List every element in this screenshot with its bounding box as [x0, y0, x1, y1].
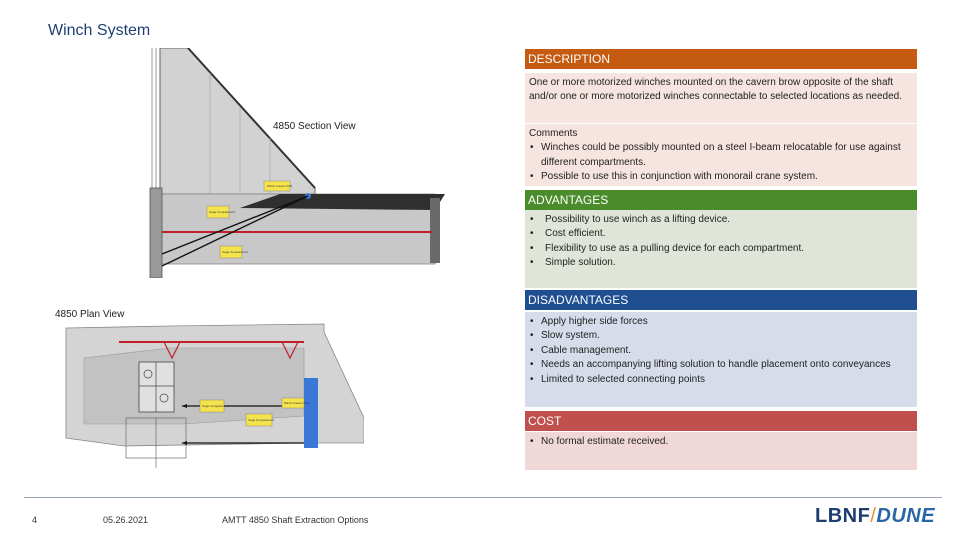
footer-divider [24, 497, 942, 498]
comment-item: Winches could be possibly mounted on a s… [529, 141, 913, 170]
advantage-item: Cost efficient. [529, 227, 913, 242]
advantages-header: ADVANTAGES [525, 190, 917, 210]
section-view-drawing: Winch Cavern Drift Cage Compartment Cage… [140, 47, 470, 279]
comment-item: Possible to use this in conjunction with… [529, 170, 913, 185]
disadvantage-item: Apply higher side forces [529, 315, 913, 330]
plan-label-winch: Winch Cavern Drift [284, 401, 309, 405]
cost-item: No formal estimate received. [529, 435, 913, 450]
description-text: One or more motorized winches mounted on… [529, 77, 903, 103]
comments-box: Comments Winches could be possibly mount… [525, 124, 917, 186]
cost-header: COST [525, 411, 917, 431]
disadvantage-item: Limited to selected connecting points [529, 373, 913, 388]
disadvantage-item: Slow system. [529, 329, 913, 344]
description-box: One or more motorized winches mounted on… [525, 73, 917, 123]
page-number: 4 [32, 515, 38, 525]
advantage-item: Possibility to use winch as a lifting de… [529, 213, 913, 228]
logo-slash: / [870, 505, 877, 527]
label-cage-compartment-2: Cage Compartment [222, 250, 248, 254]
plan-label-cage-2: Cage Compartment [248, 418, 274, 422]
cost-box: No formal estimate received. [525, 432, 917, 470]
advantages-box: Possibility to use winch as a lifting de… [525, 210, 917, 288]
disadvantage-item: Needs an accompanying lifting solution t… [529, 358, 913, 373]
description-header: DESCRIPTION [525, 49, 917, 69]
section-view-caption: 4850 Section View [273, 121, 356, 132]
footer-date: 05.26.2021 [103, 515, 149, 525]
disadvantage-item: Cable management. [529, 344, 913, 359]
label-winch-cavern-drift: Winch Cavern Drift [267, 184, 292, 188]
disadvantages-header: DISADVANTAGES [525, 290, 917, 310]
plan-label-cage-1: Cage Compartment [202, 404, 228, 408]
section-view-figure: Winch Cavern Drift Cage Compartment Cage… [140, 47, 470, 279]
advantage-item: Simple solution. [529, 256, 913, 271]
footer-document-title: AMTT 4850 Shaft Extraction Options [222, 515, 369, 525]
lbnf-dune-logo: LBNF/DUNE [815, 505, 935, 528]
logo-dune: DUNE [876, 505, 936, 527]
plan-view-caption: 4850 Plan View [55, 309, 125, 320]
disadvantages-box: Apply higher side forces Slow system. Ca… [525, 312, 917, 407]
plan-view-figure: Cage Compartment Cage Compartment Winch … [64, 318, 365, 473]
label-cage-compartment-1: Cage Compartment [209, 210, 235, 214]
slide-title: Winch System [48, 22, 151, 39]
comments-label: Comments [529, 128, 578, 139]
logo-lbnf: LBNF [815, 505, 871, 527]
plan-view-drawing: Cage Compartment Cage Compartment Winch … [64, 318, 365, 473]
advantage-item: Flexibility to use as a pulling device f… [529, 242, 913, 257]
